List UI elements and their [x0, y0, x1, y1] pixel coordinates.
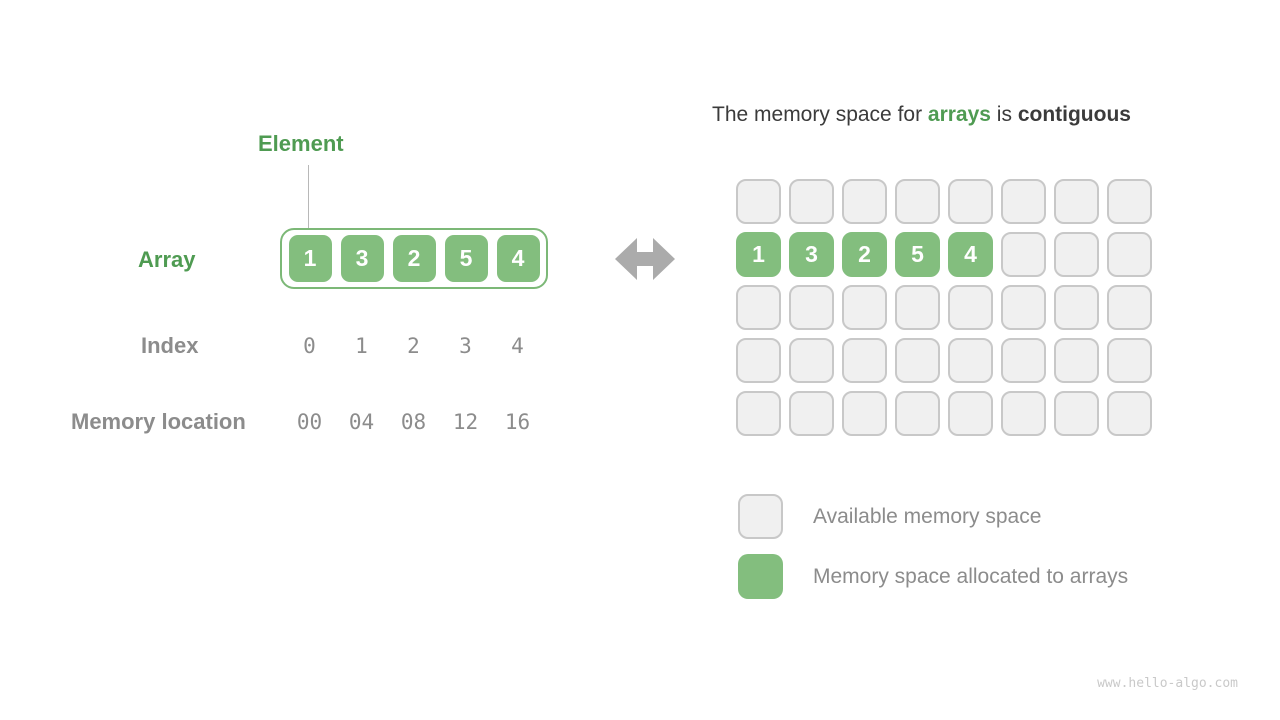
memory-cell-available: [1107, 232, 1152, 277]
element-label: Element: [258, 131, 344, 156]
legend-row-allocated: Memory space allocated to arrays: [738, 554, 1128, 599]
memory-cell-available: [842, 285, 887, 330]
memory-cell-available: [789, 338, 834, 383]
array-element-cell: 1: [288, 235, 332, 282]
memory-cell-allocated: 4: [948, 232, 993, 277]
memory-location-label: Memory location: [71, 409, 246, 434]
memory-cell-available: [1054, 391, 1099, 436]
memory-cell-available: [1054, 179, 1099, 224]
memory-location-value: 04: [348, 410, 375, 434]
memory-cell-available: [948, 179, 993, 224]
watermark: www.hello-algo.com: [1097, 676, 1238, 691]
array-element-cell: 3: [340, 235, 384, 282]
memory-cell-available: [1107, 391, 1152, 436]
title-emphasis-contiguous: contiguous: [1017, 103, 1131, 126]
memory-cell-available: [789, 179, 834, 224]
memory-cell-available: [736, 285, 781, 330]
memory-cell-available: [736, 179, 781, 224]
memory-cell-available: [1001, 285, 1046, 330]
memory-cell-available: [1054, 232, 1099, 277]
array-element-cell: 4: [496, 235, 540, 282]
memory-cell-available: [1001, 179, 1046, 224]
memory-cell-available: [1107, 179, 1152, 224]
array-label: Array: [138, 247, 196, 272]
title-prefix: The memory space for: [712, 103, 928, 126]
memory-cell-available: [1054, 338, 1099, 383]
index-value: 1: [355, 334, 368, 358]
memory-location-value: 12: [452, 410, 479, 434]
memory-cell-available: [1054, 285, 1099, 330]
index-value: 4: [511, 334, 524, 358]
memory-cell-available: [789, 285, 834, 330]
memory-cell-available: [842, 179, 887, 224]
memory-cell-available: [842, 391, 887, 436]
memory-cell-available: [1001, 232, 1046, 277]
memory-cell-allocated: 3: [789, 232, 834, 277]
index-value: 3: [459, 334, 472, 358]
legend-label-allocated: Memory space allocated to arrays: [813, 564, 1129, 588]
allocated-memory-swatch-icon: [738, 554, 783, 599]
memory-cell-available: [1001, 338, 1046, 383]
memory-cell-available: [1107, 338, 1152, 383]
memory-cell-available: [1001, 391, 1046, 436]
memory-location-value: 00: [296, 410, 323, 434]
legend: Available memory space Memory space allo…: [738, 494, 1128, 599]
memory-cell-available: [948, 338, 993, 383]
legend-row-available: Available memory space: [738, 494, 1128, 539]
memory-cell-available: [736, 391, 781, 436]
memory-cell-available: [948, 285, 993, 330]
memory-cell-allocated: 2: [842, 232, 887, 277]
available-memory-swatch-icon: [738, 494, 783, 539]
memory-cell-available: [789, 391, 834, 436]
memory-cell-available: [895, 391, 940, 436]
index-values-row: 0 1 2 3 4: [288, 333, 539, 359]
index-value: 2: [407, 334, 420, 358]
legend-label-available: Available memory space: [813, 504, 1042, 528]
memory-cell-allocated: 5: [895, 232, 940, 277]
memory-location-values-row: 00 04 08 12 16: [288, 409, 539, 435]
memory-cell-available: [948, 391, 993, 436]
title-highlight-arrays: arrays: [927, 103, 991, 126]
element-pointer-line: [308, 165, 309, 228]
memory-cell-available: [895, 285, 940, 330]
title-middle: is: [990, 103, 1018, 126]
memory-location-value: 08: [400, 410, 427, 434]
memory-location-value: 16: [504, 410, 531, 434]
left-right-arrow-icon: [615, 238, 675, 280]
array-element-cell: 5: [444, 235, 488, 282]
array-element-cell: 2: [392, 235, 436, 282]
memory-cell-available: [842, 338, 887, 383]
memory-cell-available: [895, 179, 940, 224]
memory-cell-available: [895, 338, 940, 383]
index-label: Index: [141, 333, 199, 358]
memory-cell-available: [1107, 285, 1152, 330]
memory-cell-allocated: 1: [736, 232, 781, 277]
index-value: 0: [303, 334, 316, 358]
diagram-title: The memory space for arrays is contiguou…: [712, 102, 1131, 128]
memory-cell-available: [736, 338, 781, 383]
